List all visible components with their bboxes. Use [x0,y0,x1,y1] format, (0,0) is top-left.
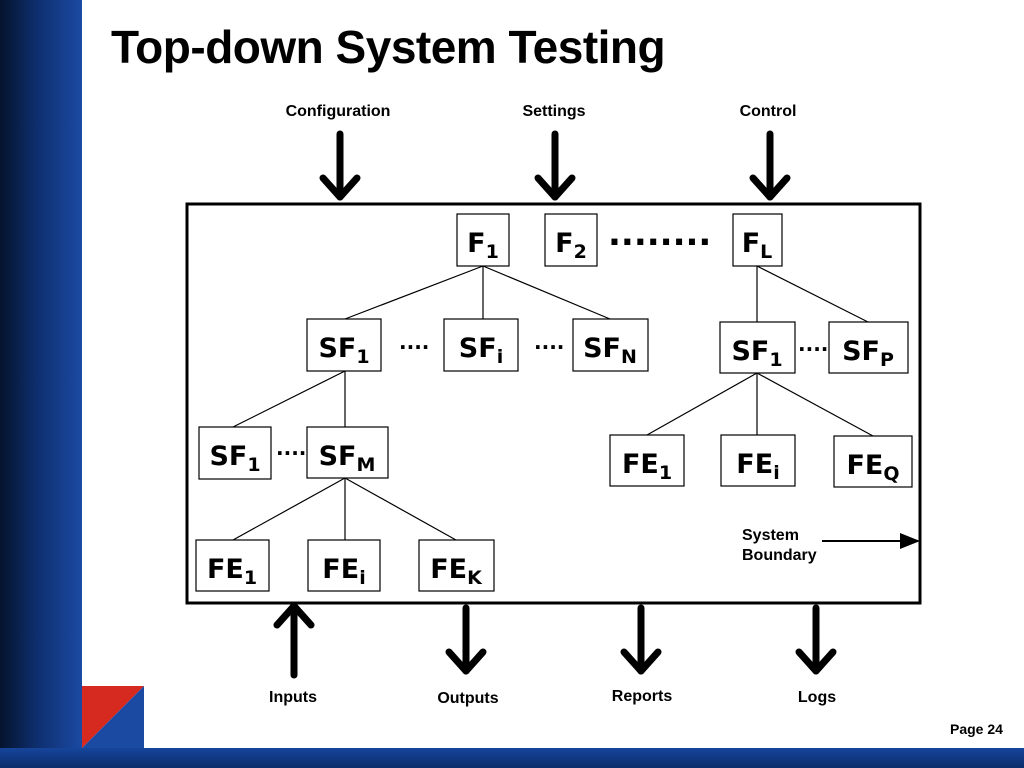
svg-text:SF1: SF1 [731,336,782,371]
label-configuration: Configuration [286,103,391,120]
arrow-control [749,130,791,201]
node-sfi: SFi [443,318,519,372]
arrow-inputs [273,602,315,679]
arrow-configuration [319,130,361,201]
svg-text:F1: F1 [467,228,499,263]
svg-text:SFP: SFP [842,336,894,371]
node-fe1-b: FE1 [195,539,270,592]
svg-text:SFM: SFM [319,441,376,476]
svg-text:FEQ: FEQ [846,450,899,485]
label-control: Control [740,103,797,120]
sidebar-decoration [0,0,82,748]
svg-text:FEi: FEi [322,554,365,589]
ellipsis-sf-1: .... [399,330,429,354]
node-f2: F2 [544,213,598,267]
node-sf1-b: SF1 [719,321,796,374]
corner-blue-triangle [82,686,144,748]
bottom-bar-decoration [0,748,1024,768]
svg-text:FL: FL [742,228,773,263]
node-sf1-a: SF1 [306,318,382,372]
svg-text:FEK: FEK [430,554,483,589]
node-fei-b: FEi [307,539,381,592]
label-reports: Reports [612,688,673,705]
page-number: Page 24 [950,721,1003,737]
node-sfp: SFP [828,321,909,374]
label-outputs: Outputs [437,690,498,707]
label-logs: Logs [798,689,836,706]
svg-text:SF1: SF1 [209,441,260,476]
node-fei-a: FEi [720,434,796,487]
ellipsis-f-level: ........ [608,214,711,254]
node-sfm: SFM [306,426,389,479]
svg-text:FE1: FE1 [207,554,257,589]
node-fek: FEK [418,539,495,592]
svg-text:F2: F2 [555,228,587,263]
svg-text:SFi: SFi [459,333,503,368]
arrow-reports [620,604,662,675]
ellipsis-sf-4: .... [276,436,306,460]
tree-connectors [232,265,874,541]
label-settings: Settings [522,103,585,120]
page-title: Top-down System Testing [111,21,666,73]
arrow-logs [795,604,837,675]
node-sfn: SFN [572,318,649,372]
label-inputs: Inputs [269,689,317,706]
ellipsis-sf-2: .... [534,330,564,354]
arrow-outputs [445,604,487,675]
svg-text:SF1: SF1 [318,333,369,368]
label-system-boundary: System Boundary [742,527,817,564]
node-sf1-c: SF1 [198,426,272,480]
svg-text:SFN: SFN [583,333,637,368]
svg-text:FEi: FEi [736,449,779,484]
svg-text:FE1: FE1 [622,449,672,484]
node-fl: FL [732,213,783,267]
ellipsis-sf-3: .... [798,332,828,356]
node-feq: FEQ [833,435,913,488]
node-f1: F1 [456,213,510,267]
arrow-settings [534,130,576,201]
logo-area [843,0,1013,77]
system-boundary-box [185,202,922,605]
node-fe1-a: FE1 [609,434,685,487]
